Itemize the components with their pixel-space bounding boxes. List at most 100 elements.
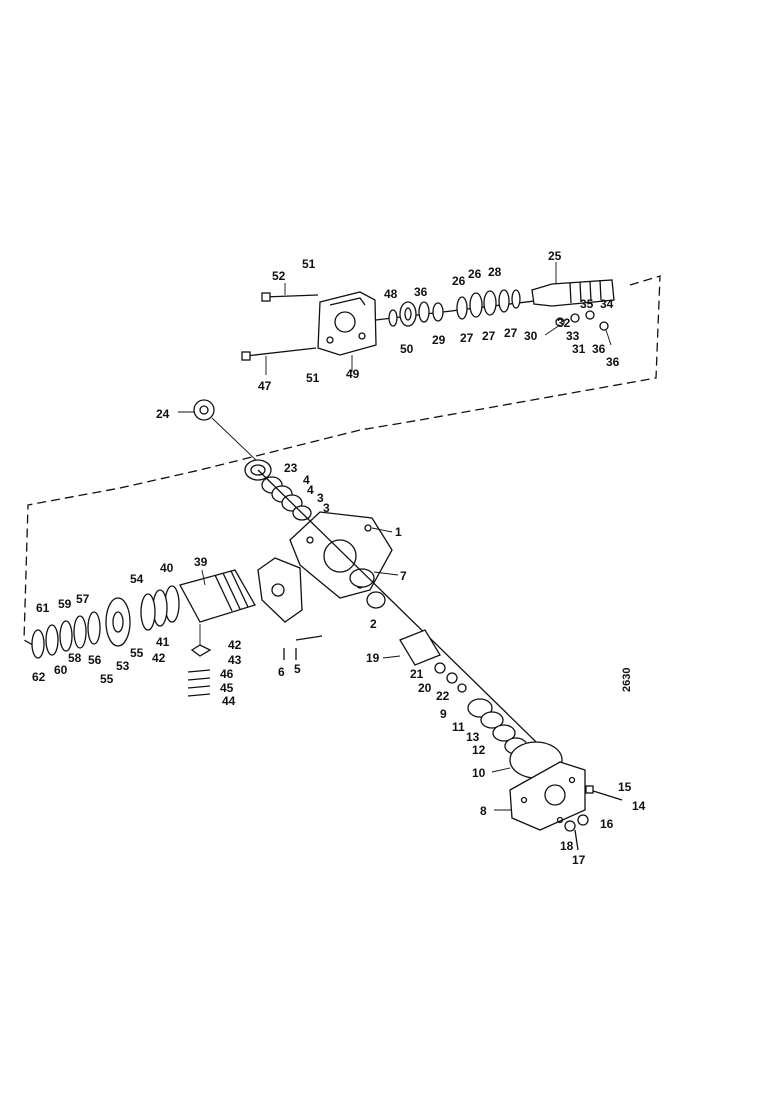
label-24: 24: [156, 407, 170, 421]
label-27-b: 27: [482, 329, 496, 343]
plate-53: [105, 597, 131, 647]
ring-stack-40-54: [140, 585, 180, 631]
upper-dashed-boundary: [23, 275, 661, 649]
label-48: 48: [384, 287, 398, 301]
flange-8: [494, 761, 586, 831]
label-14: 14: [632, 799, 646, 813]
label-27-a: 27: [460, 331, 474, 345]
label-36-a: 36: [592, 342, 606, 356]
label-28: 28: [488, 265, 502, 279]
label-32: 32: [557, 316, 571, 330]
label-20: 20: [418, 681, 432, 695]
label-45: 45: [220, 681, 234, 695]
label-3-b: 3: [323, 501, 330, 515]
small-parts-20-22: [434, 662, 467, 693]
label-21: 21: [410, 667, 424, 681]
label-47: 47: [258, 379, 272, 393]
label-35: 35: [580, 297, 594, 311]
label-23: 23: [284, 461, 298, 475]
label-18: 18: [560, 839, 574, 853]
ring-37: [418, 301, 430, 323]
label-19: 19: [366, 651, 380, 665]
label-13: 13: [466, 730, 480, 744]
gear-7: [349, 568, 399, 588]
sleeve-39: [179, 569, 256, 623]
label-8: 8: [480, 804, 487, 818]
main-axis-line: [257, 469, 576, 781]
label-58: 58: [68, 651, 82, 665]
springs-42-46: [187, 624, 212, 697]
label-41: 41: [156, 635, 170, 649]
label-43: 43: [228, 653, 242, 667]
label-2: 2: [370, 617, 377, 631]
ring-2: [366, 591, 386, 609]
label-12: 12: [472, 743, 486, 757]
label-29: 29: [432, 333, 446, 347]
label-52: 52: [272, 269, 286, 283]
label-22: 22: [436, 689, 450, 703]
label-16: 16: [600, 817, 614, 831]
label-62: 62: [32, 670, 46, 684]
label-10: 10: [472, 766, 486, 780]
label-42-b: 42: [152, 651, 166, 665]
label-26-a: 26: [452, 274, 466, 288]
side-code: 2630: [621, 668, 633, 692]
bolts-14-18: [564, 785, 623, 851]
washer-48: [388, 309, 398, 327]
ring-stack-9-13: [467, 698, 528, 755]
spool-25: [531, 262, 615, 307]
main-gear-assembly: [31, 399, 623, 851]
label-46: 46: [220, 667, 234, 681]
label-54: 54: [130, 572, 144, 586]
label-7: 7: [400, 569, 407, 583]
label-31: 31: [572, 342, 586, 356]
label-5: 5: [294, 662, 301, 676]
label-51-top: 51: [302, 257, 316, 271]
label-11: 11: [452, 720, 465, 734]
small-parts-30-36: [544, 310, 612, 346]
label-42-a: 42: [228, 638, 242, 652]
label-39: 39: [194, 555, 208, 569]
bearing-50: [399, 301, 417, 327]
label-55-a: 55: [130, 646, 144, 660]
ring-29: [432, 302, 444, 322]
ring-stack-56-62: [31, 611, 101, 659]
label-3: 3: [317, 491, 324, 505]
label-36-b: 36: [606, 355, 620, 369]
valve-housing-49: [317, 291, 377, 372]
label-33: 33: [566, 329, 580, 343]
label-53: 53: [116, 659, 130, 673]
label-4-a: 4: [303, 473, 310, 487]
label-34: 34: [600, 297, 614, 311]
label-60: 60: [54, 663, 68, 677]
label-40: 40: [160, 561, 174, 575]
end-plate: [257, 557, 323, 660]
label-61: 61: [36, 601, 50, 615]
label-49: 49: [346, 367, 360, 381]
label-51-bottom: 51: [306, 371, 320, 385]
label-44: 44: [222, 694, 236, 708]
label-56: 56: [88, 653, 102, 667]
label-15: 15: [618, 780, 632, 794]
seal-ring-stack: [456, 289, 521, 320]
label-27-c: 27: [504, 326, 518, 340]
label-30: 30: [524, 329, 538, 343]
label-6: 6: [278, 665, 285, 679]
label-9: 9: [440, 707, 447, 721]
label-50: 50: [400, 342, 414, 356]
upper-subassembly: [23, 262, 661, 649]
label-37: 36: [414, 285, 428, 299]
gear-housing-1: [289, 511, 393, 599]
label-17: 17: [572, 853, 586, 867]
label-4-b: 4: [307, 483, 314, 497]
label-1: 1: [395, 525, 402, 539]
label-59: 59: [58, 597, 72, 611]
piston-19: [382, 629, 441, 666]
bolt-47: [241, 347, 317, 375]
part-number-labels: 52 51 47 51 49 48 36 50 29 26 26 28 27 2…: [32, 249, 646, 867]
label-25: 25: [548, 249, 562, 263]
label-55-b: 55: [100, 672, 114, 686]
label-26-b: 26: [468, 267, 482, 281]
nut-24: [178, 399, 259, 463]
